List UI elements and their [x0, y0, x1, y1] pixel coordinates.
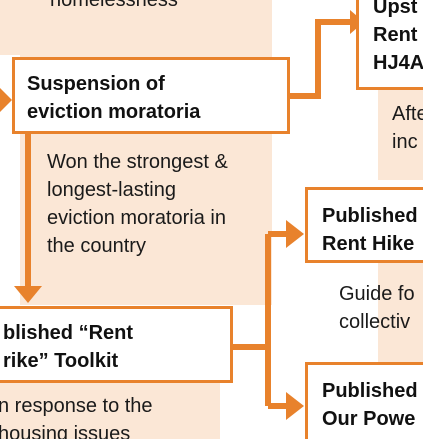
note-upstate-line-1: Afte	[392, 103, 423, 125]
node-toolkit-line-2: rike” Toolkit	[3, 350, 119, 372]
note-rent-hike-line-2: collectiv	[339, 311, 411, 333]
node-toolkit-line-1: blished “Rent	[3, 322, 134, 344]
note-upstate-description: Afte inc	[392, 100, 423, 156]
background-band-bottom	[0, 380, 220, 439]
note-toolkit-description: n response to the housing issues	[0, 392, 153, 439]
background-band-right-lower	[378, 260, 423, 370]
background-band-right	[378, 80, 423, 180]
node-rent-hike-line-1: Published	[322, 205, 418, 227]
note-toolkit-line-2: housing issues	[0, 423, 131, 439]
arrowhead-to-our-power	[286, 392, 304, 420]
node-upstate-line-1: Upst	[373, 0, 418, 18]
note-suspension-line-1: Won the strongest &	[47, 151, 228, 173]
arrowhead-to-toolkit	[14, 286, 42, 303]
note-suspension-line-4: the country	[47, 235, 146, 257]
note-suspension-line-3: eviction moratoria in	[47, 207, 226, 229]
node-upstate-line-3: HJ4A	[373, 52, 423, 74]
connector-suspension-to-upstate	[288, 19, 356, 99]
node-our-power-line-2: Our Powe	[322, 408, 416, 430]
top-clipped-text: homelessness	[50, 0, 178, 11]
node-our-power-line-1: Published	[322, 380, 418, 402]
background-band-left	[0, 0, 272, 55]
node-suspension-of-eviction-moratoria: Suspension of eviction moratoria	[12, 57, 290, 134]
note-toolkit-line-1: n response to the	[0, 395, 153, 417]
note-rent-hike-description: Guide fo collectiv	[339, 280, 415, 336]
node-published-our-power: Published Our Powe	[305, 362, 423, 439]
node-upstate: Upst Rent HJ4A	[356, 0, 423, 90]
note-suspension-description: Won the strongest & longest-lasting evic…	[47, 148, 228, 260]
note-suspension-line-2: longest-lasting	[47, 179, 176, 201]
node-suspension-line-1: Suspension of	[27, 73, 165, 95]
node-suspension-line-2: eviction moratoria	[27, 101, 201, 123]
node-published-rent-hike: Published Rent Hike	[305, 187, 423, 263]
arrowhead-incoming	[0, 88, 12, 112]
node-published-rent-strike-toolkit: blished “Rent rike” Toolkit	[0, 306, 233, 383]
node-rent-hike-line-2: Rent Hike	[322, 233, 415, 255]
note-rent-hike-line-1: Guide fo	[339, 283, 415, 305]
node-upstate-line-2: Rent	[373, 24, 418, 46]
arrowhead-to-rent-hike	[286, 220, 304, 248]
note-upstate-line-2: inc	[392, 131, 418, 153]
